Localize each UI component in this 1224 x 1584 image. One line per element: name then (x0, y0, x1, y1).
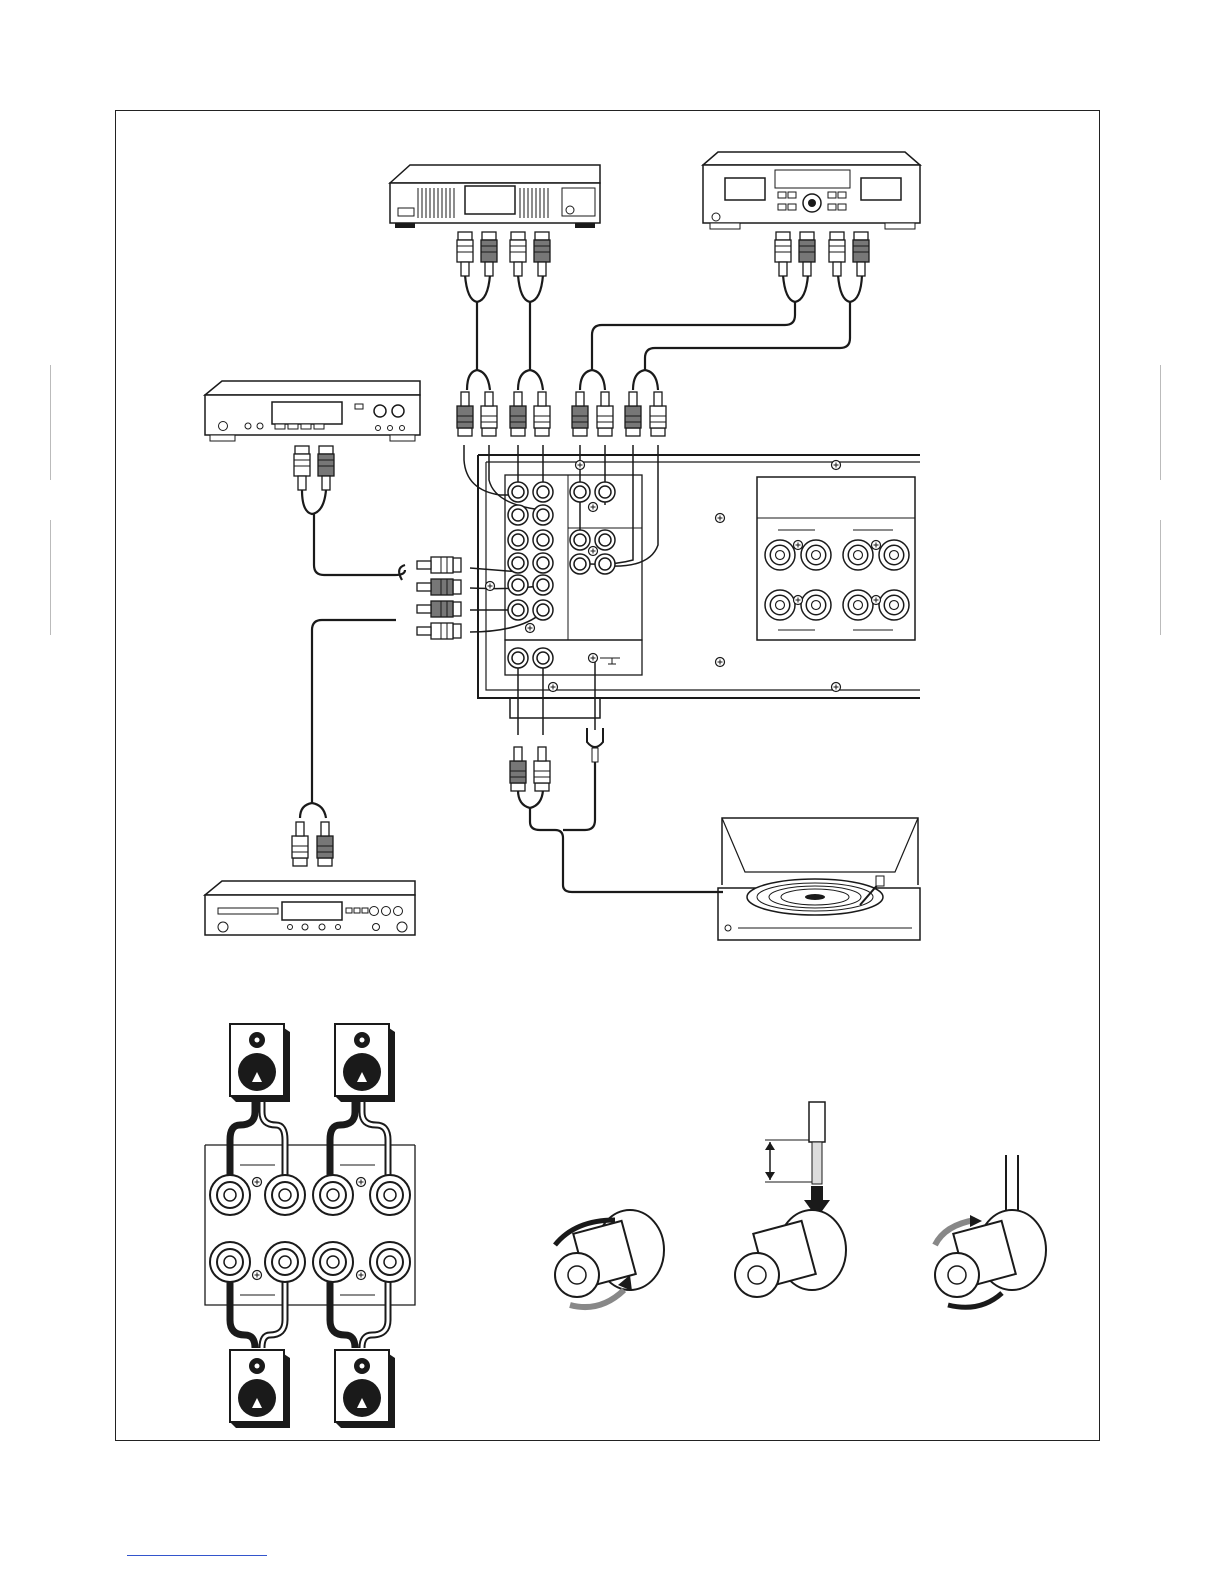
turntable-icon (718, 818, 920, 940)
dvd-player-icon (205, 881, 415, 935)
signal-cables (300, 275, 862, 892)
strip-length-arrow-icon (765, 1140, 815, 1182)
speaker-hookup (205, 1102, 415, 1348)
amplifier-panel-icon (478, 455, 920, 718)
cassette-deck-icon (703, 152, 920, 229)
ground-spade-icon (587, 728, 603, 762)
binding-post-icon (555, 1102, 1046, 1307)
tuner-icon (390, 165, 600, 228)
speaker-icon (230, 1024, 395, 1428)
cd-player-icon (205, 381, 420, 441)
